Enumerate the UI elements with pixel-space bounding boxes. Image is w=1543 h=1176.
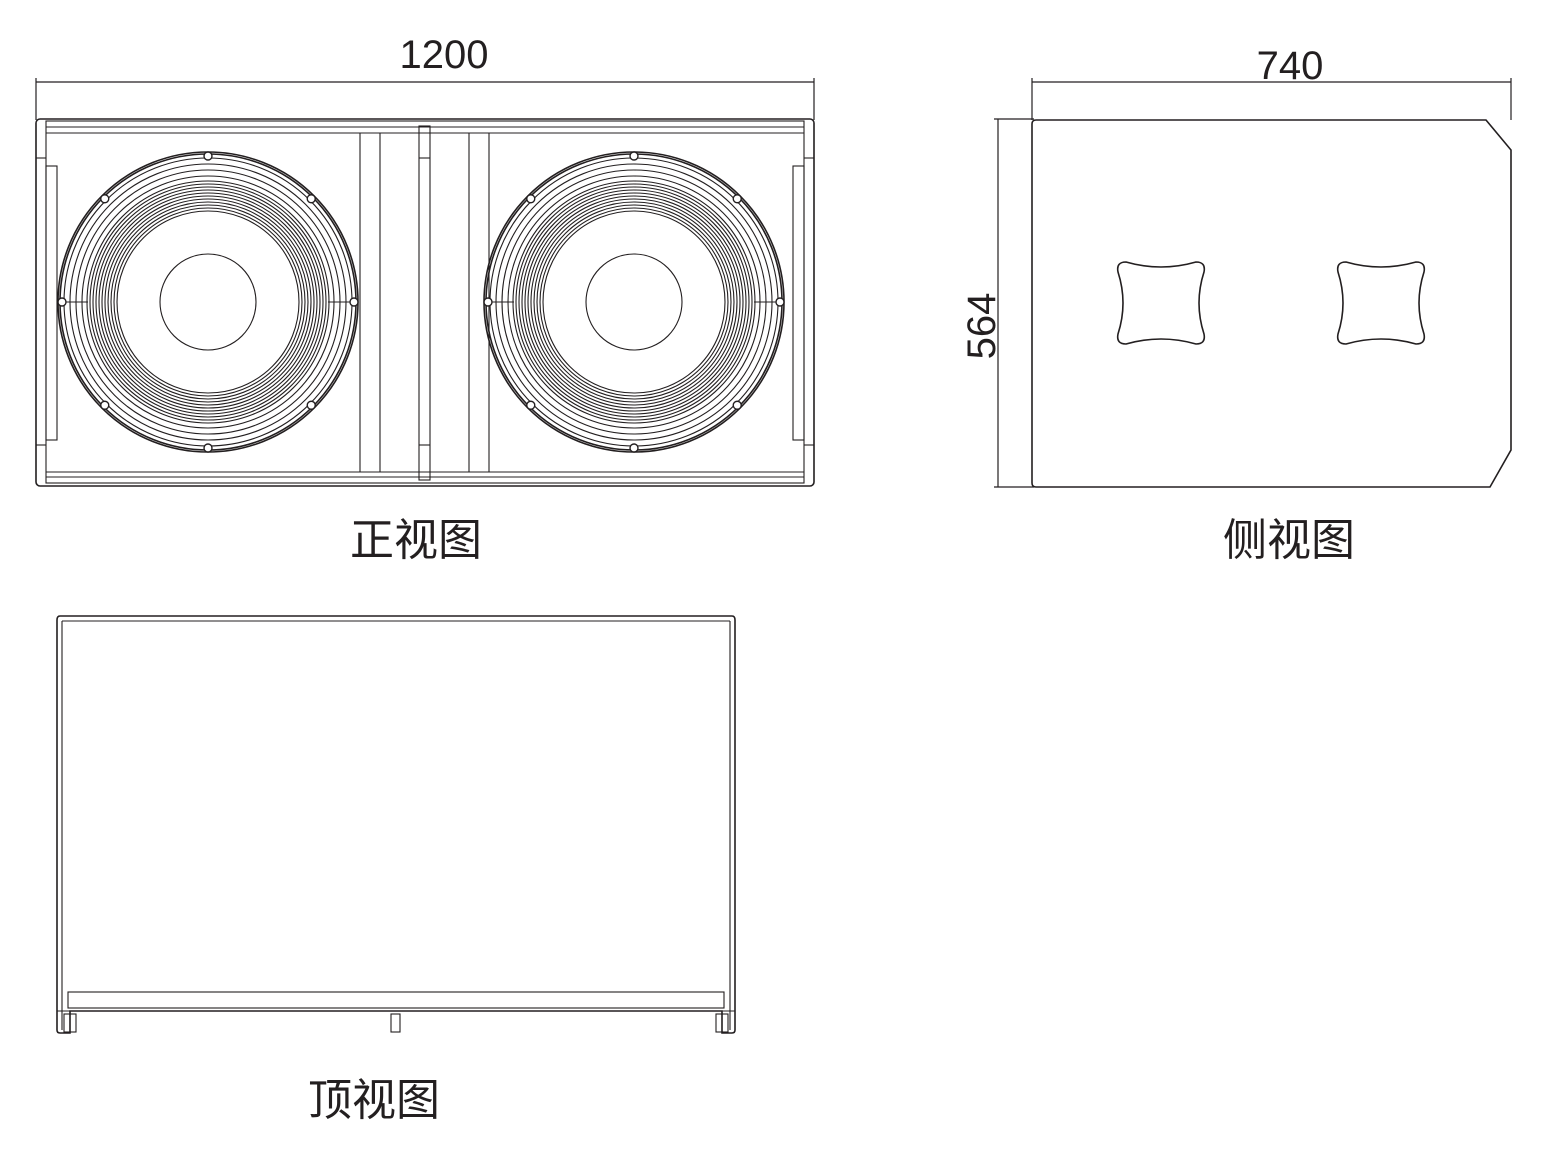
center-divider <box>359 125 490 481</box>
woofer-ring <box>92 186 324 418</box>
side-handle-right <box>1336 261 1426 345</box>
woofer-ring <box>539 207 729 397</box>
screw-icon <box>775 297 785 307</box>
top-cabinet-outline <box>56 615 736 1034</box>
woofer-ring <box>530 198 738 406</box>
screw-icon <box>483 297 493 307</box>
woofer-ring <box>501 169 767 435</box>
front-cabinet-outline <box>35 118 815 487</box>
foot-left <box>63 1013 77 1033</box>
woofer-ring <box>507 175 761 429</box>
woofer-ring <box>95 189 321 415</box>
foot-center <box>390 1013 401 1033</box>
front-view: 1200 正视图 <box>35 33 815 566</box>
woofer-ring <box>104 198 312 406</box>
screw-icon <box>100 194 110 204</box>
woofer-ring <box>536 204 732 400</box>
screw-icon <box>306 194 316 204</box>
woofer-ring <box>101 195 315 409</box>
dust-cap <box>159 253 257 351</box>
side-handle-left <box>1116 261 1206 345</box>
top-view-label: 顶视图 <box>308 1075 440 1126</box>
screw-icon <box>100 400 110 410</box>
woofer-ring <box>518 186 750 418</box>
dust-cap <box>585 253 683 351</box>
woofer-ring <box>512 180 756 424</box>
side-view-label: 侧视图 <box>1223 515 1355 566</box>
woofer-ring <box>113 207 303 397</box>
front-view-label: 正视图 <box>350 515 482 566</box>
front-width-dimension: 1200 <box>35 33 815 120</box>
screw-icon <box>203 151 213 161</box>
screw-icon <box>203 443 213 453</box>
top-view: 顶视图 <box>56 615 736 1126</box>
screw-icon <box>349 297 359 307</box>
woofer-ring <box>81 175 335 429</box>
woofer-ring <box>98 192 318 412</box>
woofer-ring <box>542 210 726 394</box>
woofer-ring <box>524 192 744 412</box>
right-handle <box>792 165 805 441</box>
woofer-ring <box>86 180 330 424</box>
screw-icon <box>306 400 316 410</box>
side-depth-value: 740 <box>1257 44 1324 88</box>
woofer-ring <box>107 201 309 403</box>
woofer-ring <box>515 183 753 421</box>
left-handle <box>45 165 58 441</box>
screw-icon <box>526 400 536 410</box>
screw-icon <box>526 194 536 204</box>
screw-icon <box>629 151 639 161</box>
screw-icon <box>732 400 742 410</box>
front-width-value: 1200 <box>400 33 489 77</box>
woofer-ring <box>116 210 300 394</box>
side-cabinet-outline <box>1031 119 1512 488</box>
woofer-ring <box>527 195 741 409</box>
foot-right <box>715 1013 729 1033</box>
woofer-ring <box>89 183 327 421</box>
screw-icon <box>629 443 639 453</box>
screw-icon <box>732 194 742 204</box>
side-height-dimension: 564 <box>960 118 1034 488</box>
right-woofer <box>483 151 785 453</box>
side-depth-dimension: 740 <box>1031 44 1512 120</box>
side-view: 740 564 侧视图 <box>960 44 1512 566</box>
woofer-ring <box>533 201 735 403</box>
woofer-ring <box>521 189 747 415</box>
top-front-edge <box>67 991 725 1009</box>
woofer-ring <box>75 169 341 435</box>
left-woofer <box>57 151 359 453</box>
side-height-value: 564 <box>960 293 1004 360</box>
woofer-ring <box>110 204 306 400</box>
screw-icon <box>57 297 67 307</box>
